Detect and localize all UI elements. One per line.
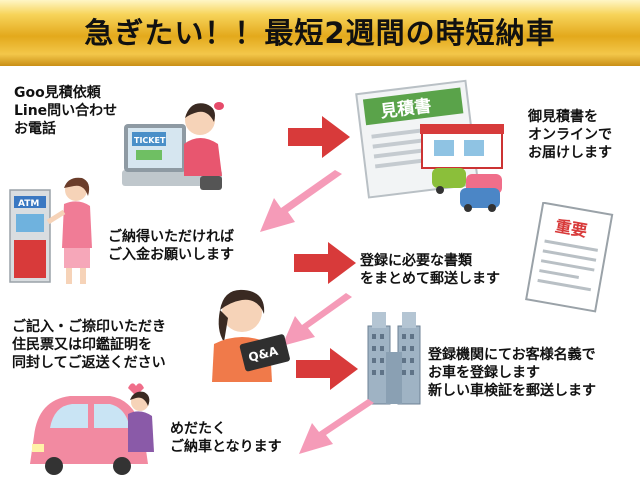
arrow-right-2 xyxy=(294,242,356,284)
documents-mail-text: 登録に必要な書類 をまとめて郵送します xyxy=(360,252,500,288)
laptop-woman-illustration: TICKET xyxy=(122,102,224,190)
arrow-right-3 xyxy=(296,348,358,390)
pink-car-woman-illustration xyxy=(30,383,154,475)
return-line-1: ご記入・ご捺印いただき xyxy=(12,319,166,335)
contact-line-2: Line問い合わせ xyxy=(14,103,118,119)
delivery-text: めだたく ご納車となります xyxy=(170,420,282,456)
payment-text: ご納得いただければ ご入金お願いします xyxy=(108,228,234,264)
contact-line-3: お電話 xyxy=(14,121,56,137)
important-document-illustration: 重要 xyxy=(525,202,614,313)
return-line-2: 住民票又は印鑑証明を xyxy=(12,337,152,353)
return-docs-text: ご記入・ご捺印いただき 住民票又は印鑑証明を 同封してご返送ください xyxy=(12,318,166,372)
contact-text: Goo見積依頼 Line問い合わせ お電話 xyxy=(14,84,117,138)
estimate-line-1: 御見積書を xyxy=(528,109,598,125)
atm-label: ATM xyxy=(18,199,39,209)
government-building-illustration xyxy=(367,312,421,405)
arrow-right-1 xyxy=(288,116,350,158)
ticket-label: TICKET xyxy=(134,136,166,145)
atm-woman-illustration: ATM xyxy=(9,177,92,284)
title-banner xyxy=(0,0,640,66)
estimate-document-illustration: 見積書 xyxy=(355,79,504,212)
estimate-line-2: オンラインで xyxy=(528,127,612,143)
delivery-line-1: めだたく xyxy=(170,421,226,437)
qa-woman-illustration: Q&A xyxy=(212,289,290,382)
estimate-line-3: お届けします xyxy=(528,145,612,161)
registration-line-2: お車を登録します xyxy=(428,365,540,381)
estimate-delivery-text: 御見積書を オンラインで お届けします xyxy=(528,108,612,162)
payment-line-1: ご納得いただければ xyxy=(108,229,234,245)
return-line-3: 同封してご返送ください xyxy=(12,355,166,371)
page-title: 急ぎたい！！最短2週間の時短納車 xyxy=(84,16,556,50)
arrow-pink-down-left-1 xyxy=(260,170,342,232)
documents-line-1: 登録に必要な書類 xyxy=(360,253,472,269)
delivery-line-2: ご納車となります xyxy=(170,439,282,455)
contact-line-1: Goo見積依頼 xyxy=(14,85,101,101)
registration-line-3: 新しい車検証を郵送します xyxy=(428,383,596,399)
registration-line-1: 登録機関にてお客様名義で xyxy=(428,347,596,363)
arrow-pink-down-left-2 xyxy=(282,293,352,346)
documents-line-2: をまとめて郵送します xyxy=(360,271,500,287)
registration-text: 登録機関にてお客様名義で お車を登録します 新しい車検証を郵送します xyxy=(428,346,596,400)
payment-line-2: ご入金お願いします xyxy=(108,247,234,263)
arrow-pink-down-left-3 xyxy=(299,399,374,454)
